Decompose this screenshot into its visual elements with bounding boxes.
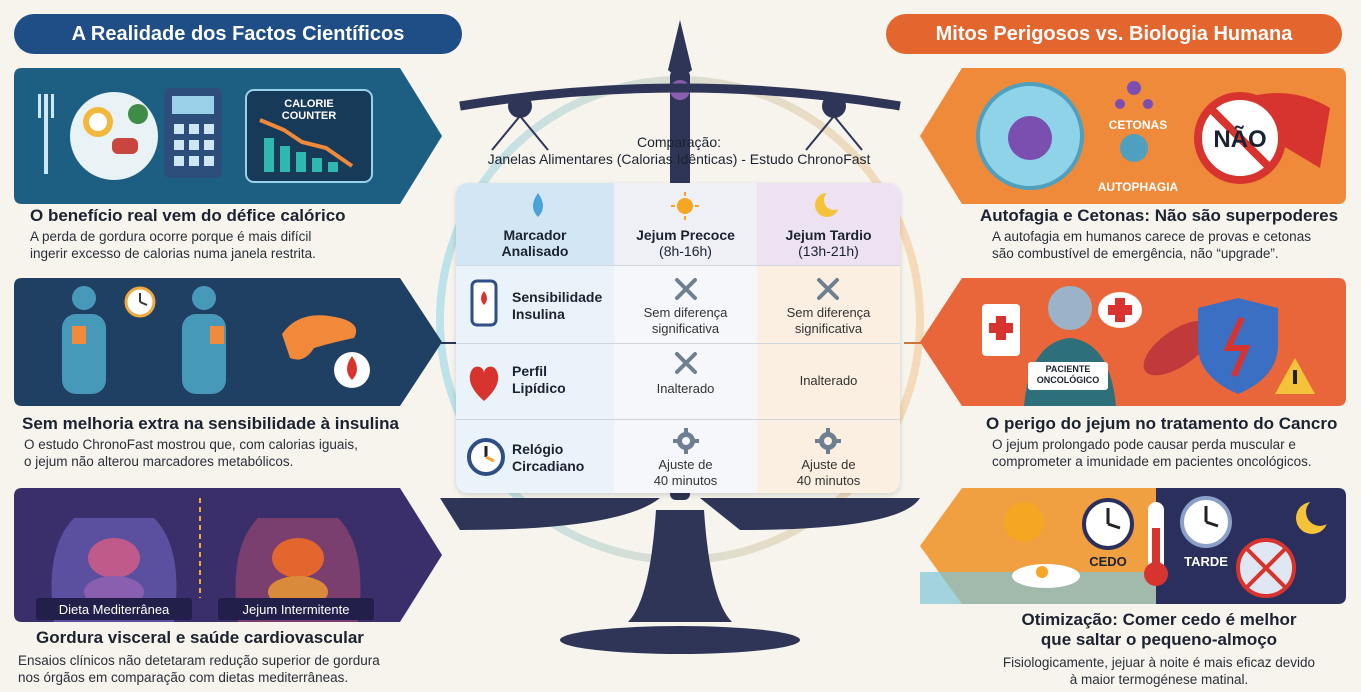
molecule-icon [1115,81,1153,162]
label-ketones: CETONAS [1108,118,1168,132]
clock-icon [467,438,505,476]
card-autophagy: CETONAS AUTOPHAGIA NÃO [920,68,1346,204]
label-intermittent: Jejum Intermitente [242,602,350,617]
rcard3-desc: Fisiologicamente, jejuar à noite é mais … [1002,655,1316,687]
water-drop-icon [533,193,543,217]
card1-title: O benefício real vem do défice calórico [30,206,346,225]
trend-down-icon [259,118,354,172]
fork-icon [38,94,54,174]
card-insulin [14,278,442,406]
row-lipid-late: Inalterado [799,373,858,388]
patient-icon [1024,286,1116,406]
card2-desc: O estudo ChronoFast mostrou que, com cal… [24,437,358,469]
right-section-header: Mitos Perigosos vs. Biologia Humana [886,14,1342,54]
pancreas-icon [282,315,357,360]
clock-icon [1082,498,1134,550]
header-metric [456,183,614,265]
cell-icon [976,82,1084,190]
plate-icon [70,92,158,180]
x-mark-icon [675,352,697,374]
x-mark-icon [675,278,697,300]
label-autophagy: AUTOPHAGIA [1097,180,1179,194]
card-timing: CEDO TARDE [920,488,1346,604]
gear-icon [815,428,841,454]
label-early: CEDO [1089,554,1127,569]
no-sign-icon [1194,92,1330,184]
organs-icon [51,518,177,622]
egg-plate-icon [1012,564,1080,588]
gear-icon [673,428,699,454]
calculator-icon [164,88,222,178]
card1-desc: A perda de gordura ocorre porque é mais … [30,229,316,261]
clock-icon [124,286,156,318]
x-mark-icon [817,278,839,300]
header-late-label: Jejum Tardio(13h-21h) [785,227,872,259]
clipboard-icon [982,304,1020,356]
comparison-title: Comparação:Janelas Alimentares (Calorias… [487,134,871,167]
rcard1-title: Autofagia e Cetonas: Não são superpodere… [980,206,1339,225]
card-visceral-fat: Dieta Mediterrânea Jejum Intermitente [14,488,442,622]
sun-icon [1004,502,1044,542]
no-badge: NÃO [1213,126,1267,153]
shield-icon [1198,298,1278,394]
heart-icon [469,366,499,401]
card-caloric-deficit: CALORIE COUNTER [14,68,442,204]
moon-icon [815,190,842,217]
card3-title: Gordura visceral e saúde cardiovascular [36,628,364,647]
card2-title: Sem melhoria extra na sensibilidade à in… [22,414,399,433]
rcard1-desc: A autofagia em humanos carece de provas … [992,229,1311,261]
sun-icon [671,192,699,220]
card3-desc: Ensaios clínicos não detetaram redução s… [18,653,380,685]
label-mediterranean: Dieta Mediterrânea [58,602,170,617]
glucose-meter-icon [470,279,498,327]
blood-drop-icon [334,352,370,388]
calorie-counter-label: CALORIE COUNTER [281,98,337,122]
warning-icon [1275,358,1315,394]
clock-icon [1180,496,1232,548]
rcard2-title: O perigo do jejum no tratamento do Cancr… [986,414,1338,433]
header-early-label: Jejum Precoce(8h-16h) [636,227,735,259]
thermometer-icon [1144,502,1168,586]
label-late: TARDE [1184,554,1228,569]
muscle-icon [1143,320,1213,376]
red-cross-icon [1098,292,1142,328]
balance-scale-illustration [420,20,940,654]
moon-icon [1296,498,1334,534]
rcard2-desc: O jejum prolongado pode causar perda mus… [992,437,1312,469]
left-section-header: A Realidade dos Factos Científicos [14,14,462,54]
row-lipid-early: Inalterado [656,381,715,396]
header-early [614,183,757,265]
